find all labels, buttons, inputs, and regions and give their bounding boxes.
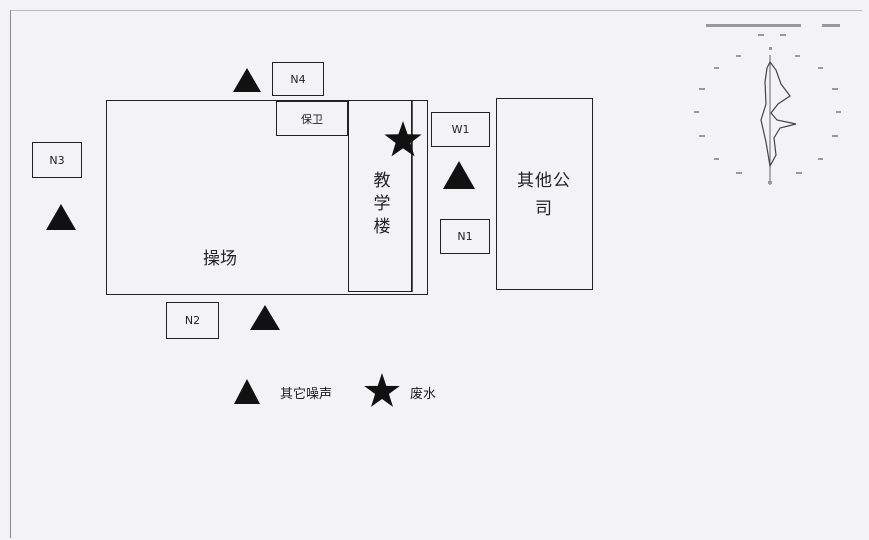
wind-rose-shape bbox=[760, 61, 797, 168]
other-company-building bbox=[496, 98, 593, 290]
map-frame bbox=[10, 10, 862, 538]
wastewater-star-w1 bbox=[384, 121, 422, 157]
monitor-point-n4: N4 bbox=[272, 62, 324, 96]
legend-noise-label: 其它噪声 bbox=[280, 387, 333, 402]
wind-rose bbox=[694, 24, 841, 185]
security-box bbox=[276, 101, 348, 136]
noise-triangle-n2 bbox=[250, 305, 280, 330]
star-icon bbox=[364, 373, 400, 407]
other-company-label-text: 其他公司 bbox=[517, 171, 571, 219]
monitor-point-n3: N3 bbox=[32, 142, 82, 178]
other-company-label: 其他公司 bbox=[512, 165, 576, 225]
monitor-point-n1: N1 bbox=[440, 219, 490, 254]
playground-label: 操场 bbox=[203, 248, 237, 269]
monitor-point-n2: N2 bbox=[166, 302, 219, 339]
noise-triangle-n4 bbox=[233, 68, 261, 92]
playground-area bbox=[106, 100, 428, 295]
teaching-building-label: 教学楼 bbox=[369, 170, 390, 240]
noise-triangle-n3 bbox=[46, 204, 76, 230]
monitor-point-w1: W1 bbox=[431, 112, 490, 147]
noise-triangle-n1 bbox=[443, 161, 475, 189]
security-label: 保卫 bbox=[301, 112, 323, 126]
legend-wastewater-label: 废水 bbox=[410, 387, 437, 402]
triangle-icon bbox=[234, 379, 260, 404]
